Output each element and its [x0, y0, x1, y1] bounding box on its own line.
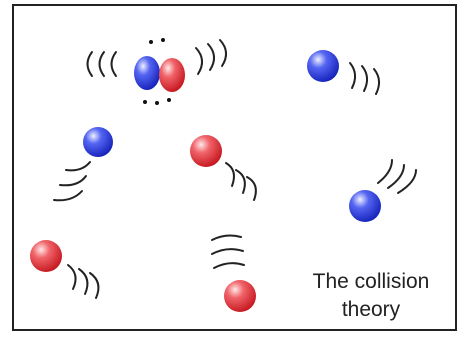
diagram-frame	[12, 4, 457, 331]
caption-line-2: theory	[341, 298, 401, 321]
red-particle-bottom-left	[30, 240, 100, 299]
motion-lines-left	[86, 51, 117, 77]
red-particle-bottom-center	[211, 234, 256, 312]
blue-particle-left	[53, 127, 113, 202]
caption-line-1: The collision	[312, 270, 430, 293]
red-particle-colliding	[159, 58, 185, 92]
diagram-caption: The collision theory	[296, 268, 446, 324]
colliding-pair	[86, 38, 227, 105]
blue-particle-right	[349, 159, 417, 222]
blue-particle-colliding	[134, 56, 160, 90]
collision-spark-dots	[143, 38, 171, 105]
motion-lines-right	[195, 39, 227, 75]
blue-particle-top-right	[307, 50, 380, 95]
red-particle-center	[190, 135, 257, 201]
